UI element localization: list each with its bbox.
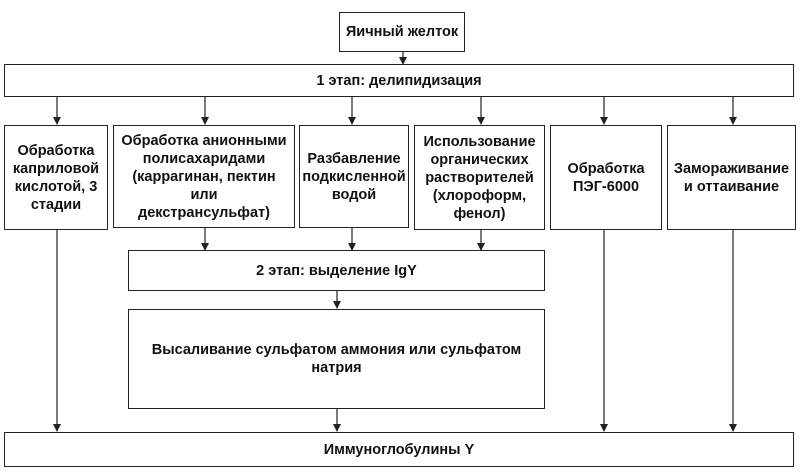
root-box: Яичный желток: [339, 12, 465, 52]
result-box: Иммуноглобулины Y: [4, 432, 794, 467]
method-caprylic-box: Обработка каприловой кислотой, 3 стадии: [4, 125, 108, 230]
stage1-box: 1 этап: делипидизация: [4, 64, 794, 97]
method-peg-box: Обработка ПЭГ-6000: [550, 125, 662, 230]
salting-box: Высаливание сульфатом аммония или сульфа…: [128, 309, 545, 409]
method-solvents-box: Использование органических растворителей…: [414, 125, 545, 230]
stage2-box: 2 этап: выделение IgY: [128, 250, 545, 291]
method-freeze-box: Замораживание и оттаивание: [667, 125, 796, 230]
method-dilution-box: Разбавление подкисленной водой: [299, 125, 409, 228]
method-polysaccharides-box: Обработка анионными полисахаридами (карр…: [113, 125, 295, 228]
